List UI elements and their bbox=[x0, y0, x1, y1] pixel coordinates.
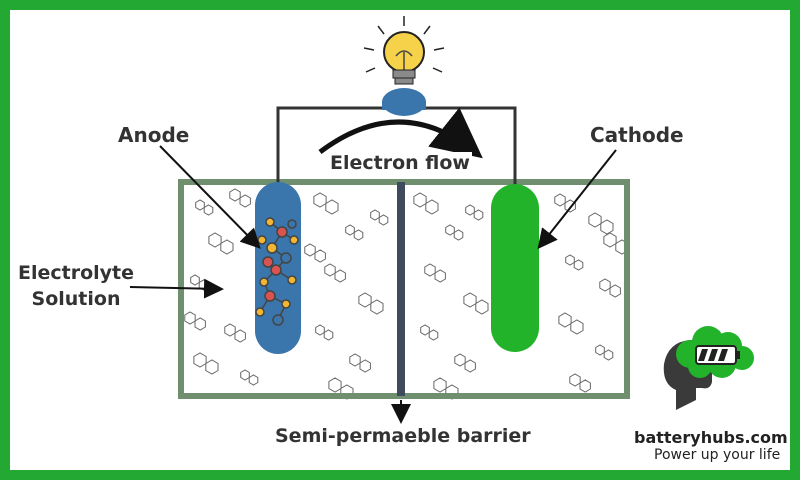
battery-head-icon bbox=[663, 326, 754, 410]
molecule-hexagon bbox=[349, 353, 361, 367]
molecule-hexagon bbox=[424, 263, 436, 277]
molecule-hexagon bbox=[328, 377, 342, 393]
electrolyte-pointer-arrow bbox=[129, 278, 224, 299]
molecule-hexagon bbox=[603, 349, 614, 361]
electron-flow-label: Electron flow bbox=[328, 152, 472, 174]
molecule-hexagon bbox=[454, 353, 466, 367]
molecule-hexagon bbox=[304, 243, 316, 257]
molecule-hexagon bbox=[378, 214, 389, 226]
molecule-hexagon bbox=[464, 359, 476, 373]
molecule-hexagon bbox=[420, 324, 430, 336]
barrier-label: Semi-permaeble barrier bbox=[275, 425, 531, 447]
molecule-hexagon bbox=[565, 254, 575, 266]
molecule-hexagon bbox=[475, 299, 489, 315]
molecule-hexagon bbox=[569, 373, 581, 387]
electrolyte-label-line1: Electrolyte bbox=[18, 262, 135, 284]
lightbulb-icon bbox=[363, 16, 445, 116]
molecule-hexagon bbox=[234, 329, 246, 343]
cathode-pointer-arrow bbox=[537, 149, 617, 250]
molecule-hexagon bbox=[193, 352, 207, 368]
molecule-hexagon bbox=[413, 192, 427, 208]
molecule-hexagon bbox=[453, 229, 464, 241]
molecule-hexagon bbox=[353, 229, 364, 241]
molecule-hexagon bbox=[313, 192, 327, 208]
molecule-hexagon bbox=[240, 369, 250, 381]
molecule-hexagon bbox=[190, 274, 200, 286]
molecule-hexagon bbox=[445, 224, 455, 236]
molecule-hexagon bbox=[433, 377, 447, 393]
cathode-electrode bbox=[491, 184, 539, 352]
molecule-hexagon bbox=[428, 329, 439, 341]
electrolyte-label-line2: Solution bbox=[31, 288, 121, 310]
brand-tagline: Power up your life bbox=[654, 447, 781, 463]
molecule-hexagon bbox=[325, 199, 339, 215]
molecule-hexagon bbox=[600, 219, 614, 235]
electron-flow-arrow bbox=[318, 107, 483, 159]
molecule-hexagon bbox=[370, 209, 380, 221]
molecule-hexagon bbox=[573, 259, 584, 271]
molecule-hexagon bbox=[315, 324, 325, 336]
molecule-hexagon bbox=[473, 209, 484, 221]
molecule-hexagon bbox=[358, 292, 372, 308]
molecule-hexagon bbox=[570, 319, 584, 335]
molecule-hexagon bbox=[554, 193, 566, 207]
molecule-hexagon bbox=[248, 374, 259, 386]
molecule-hexagon bbox=[239, 194, 251, 208]
molecule-hexagon bbox=[465, 204, 475, 216]
molecule-hexagon bbox=[434, 269, 446, 283]
molecule-hexagon bbox=[195, 199, 205, 211]
anode-molecules bbox=[255, 217, 299, 326]
molecule-hexagon bbox=[314, 249, 326, 263]
molecule-hexagon bbox=[184, 311, 196, 325]
molecule-hexagon bbox=[345, 224, 355, 236]
cathode-label: Cathode bbox=[590, 123, 684, 147]
molecule-hexagon bbox=[588, 212, 602, 228]
molecule-hexagon bbox=[323, 329, 334, 341]
molecule-hexagon bbox=[603, 232, 617, 248]
molecule-hexagon bbox=[359, 359, 371, 373]
molecule-hexagon bbox=[208, 232, 222, 248]
molecule-hexagon bbox=[194, 317, 206, 331]
electrolyte-label: Electrolyte Solution bbox=[18, 260, 134, 312]
molecule-hexagon bbox=[203, 204, 214, 216]
molecule-hexagon bbox=[558, 312, 572, 328]
molecule-hexagon bbox=[463, 292, 477, 308]
molecule-hexagon bbox=[609, 284, 621, 298]
anode-pointer-arrow bbox=[159, 145, 261, 249]
molecule-hexagon bbox=[564, 199, 576, 213]
molecule-hexagon bbox=[595, 344, 605, 356]
molecule-hexagon bbox=[224, 323, 236, 337]
molecule-hexagon bbox=[425, 199, 439, 215]
molecule-hexagon bbox=[579, 379, 591, 393]
molecule-hexagon bbox=[370, 299, 384, 315]
molecule-hexagon bbox=[324, 263, 336, 277]
molecule-hexagon bbox=[334, 269, 346, 283]
molecule-hexagon bbox=[205, 359, 219, 375]
molecule-hexagon bbox=[220, 239, 234, 255]
molecule-hexagon bbox=[599, 278, 611, 292]
electrolyte-molecules bbox=[184, 188, 629, 400]
anode-label: Anode bbox=[118, 123, 190, 147]
brand-name: batteryhubs.com bbox=[634, 428, 788, 447]
semi-permeable-barrier bbox=[397, 182, 405, 396]
molecule-hexagon bbox=[229, 188, 241, 202]
